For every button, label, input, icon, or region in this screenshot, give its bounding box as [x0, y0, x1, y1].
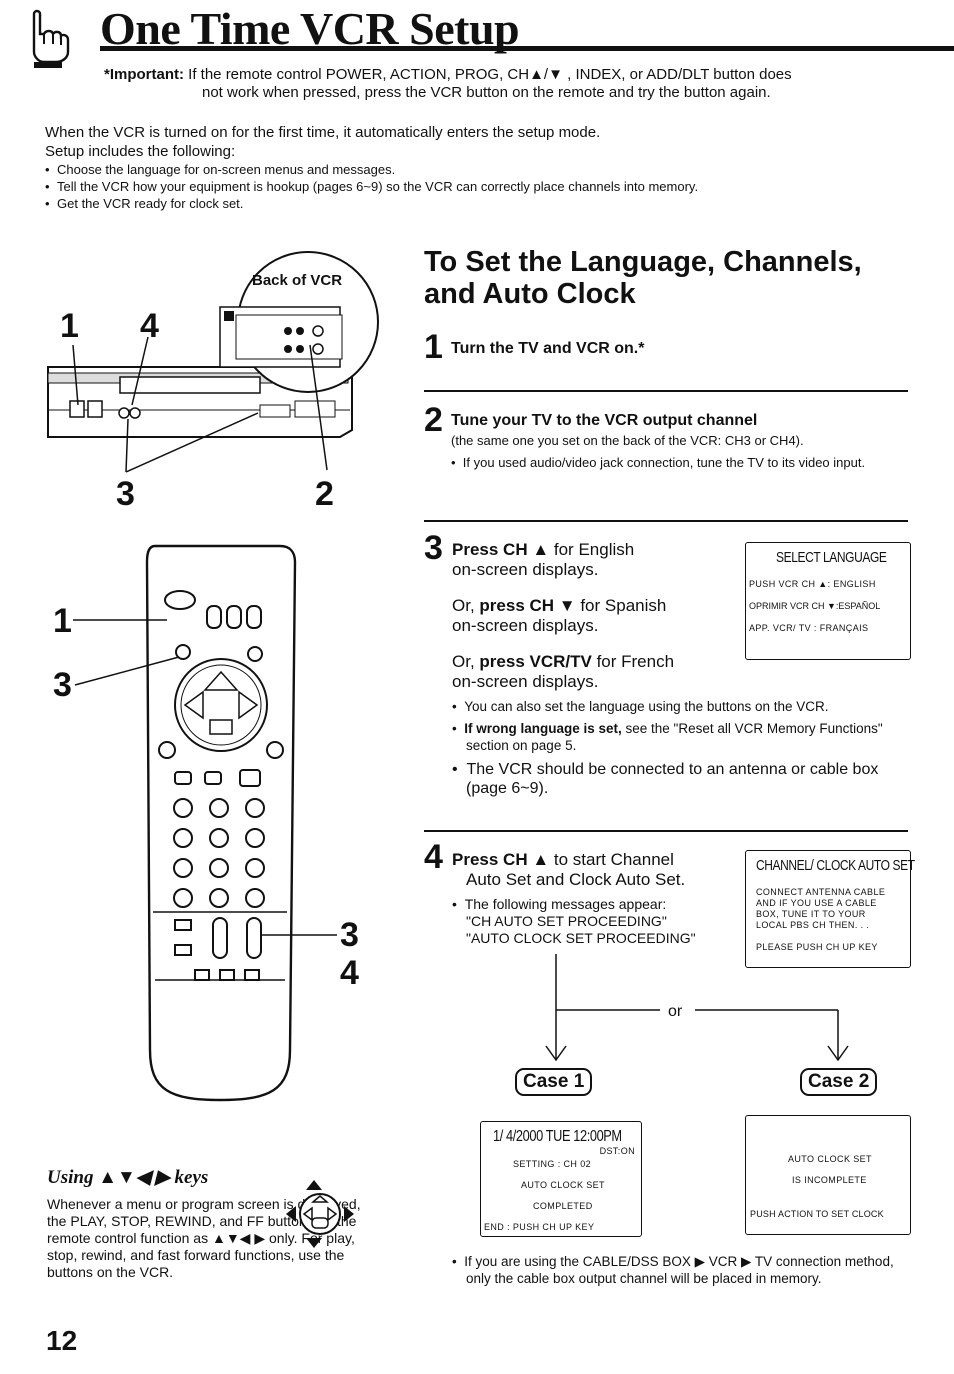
intro-line-1: When the VCR is turned on for the first …	[45, 124, 601, 141]
important-line-1: If the remote control POWER, ACTION, PRO…	[184, 66, 792, 83]
using-keys-title: Using ▲▼◀ ▶ keys	[47, 1167, 209, 1188]
step-2-title: Tune your TV to the VCR output channel	[451, 412, 758, 429]
case-1-screen: 1/ 4/2000 TUE 12:00PM DST:ON SETTING : C…	[480, 1121, 642, 1237]
select-language-screen: SELECT LANGUAGE PUSH VCR CH ▲: ENGLISH O…	[745, 542, 911, 660]
back-of-vcr-label: Back of VCR	[252, 272, 342, 289]
vcr-label-3: 3	[116, 475, 135, 510]
vcr-label-2: 2	[315, 475, 334, 510]
final-note: • If you are using the CABLE/DSS BOX ▶ V…	[452, 1254, 894, 1286]
remote-label-1: 1	[53, 602, 72, 640]
title-underline	[100, 46, 954, 51]
screen-line: AUTO CLOCK SET	[521, 1180, 605, 1190]
case-2-label: Case 2	[800, 1068, 878, 1096]
divider	[424, 830, 908, 832]
screen-line: SETTING : CH 02	[513, 1159, 592, 1169]
important-note: *Important: If the remote control POWER,…	[104, 66, 904, 102]
intro-bullet: •Choose the language for on-screen menus…	[45, 162, 396, 177]
vcr-label-1: 1	[60, 307, 79, 345]
flow-diagram: or	[545, 954, 849, 1062]
important-label: *Important:	[104, 66, 184, 83]
intro-section: When the VCR is turned on for the first …	[45, 123, 925, 212]
intro-line-2: Setup includes the following:	[45, 143, 236, 160]
step-4-number: 4	[424, 838, 443, 876]
remote-control-illustration: 1 3 3 4	[53, 544, 359, 1102]
step-3-bullet-1: • You can also set the language using th…	[452, 699, 829, 714]
screen-line: PUSH ACTION TO SET CLOCK	[750, 1209, 884, 1219]
vcr-label-4: 4	[140, 307, 159, 345]
screen-line: AUTO CLOCK SET	[788, 1154, 872, 1164]
step-1-number: 1	[424, 328, 443, 366]
important-line-2: not work when pressed, press the VCR but…	[202, 84, 771, 101]
step-3-bullet-3: • The VCR should be connected to an ante…	[452, 761, 879, 797]
screen-title: 1/ 4/2000 TUE 12:00PM	[493, 1128, 622, 1145]
or-label: or	[668, 1003, 683, 1020]
screen-line: END : PUSH CH UP KEY	[484, 1222, 595, 1232]
page-title: One Time VCR Setup	[100, 3, 520, 54]
pointing-hand-icon	[32, 9, 70, 68]
screen-line: CONNECT ANTENNA CABLE	[756, 887, 886, 897]
step-1-title: Turn the TV and VCR on.*	[451, 340, 645, 357]
step-4-bullet: • The following messages appear: "CH AUT…	[452, 896, 696, 946]
screen-line: AND IF YOU USE A CABLE	[756, 898, 877, 908]
step-2-number: 2	[424, 401, 443, 439]
intro-bullet: •Tell the VCR how your equipment is hook…	[45, 179, 699, 194]
screen-line: DST:ON	[599, 1146, 635, 1156]
screen-line: IS INCOMPLETE	[792, 1175, 867, 1185]
section-title: To Set the Language, Channels, and Auto …	[424, 246, 862, 310]
remote-label-3: 3	[53, 666, 72, 704]
intro-bullet: •Get the VCR ready for clock set.	[45, 196, 244, 211]
remote-label-3b: 3	[340, 916, 359, 954]
case-1-label: Case 1	[515, 1068, 593, 1096]
divider	[424, 390, 908, 392]
case-2-screen: AUTO CLOCK SET IS INCOMPLETE PUSH ACTION…	[745, 1115, 911, 1235]
step-3-number: 3	[424, 529, 443, 567]
screen-line: APP. VCR/ TV : FRANÇAIS	[749, 623, 869, 633]
using-keys-body: Whenever a menu or program screen is dis…	[47, 1196, 361, 1280]
channel-clock-auto-set-screen: CHANNEL/ CLOCK AUTO SET CONNECT ANTENNA …	[745, 850, 915, 968]
screen-line: PUSH VCR CH ▲: ENGLISH	[749, 579, 876, 589]
step-2-sub: (the same one you set on the back of the…	[451, 433, 804, 448]
screen-title: CHANNEL/ CLOCK AUTO SET	[756, 857, 915, 874]
arrow-keys-icon	[286, 1180, 354, 1248]
vcr-illustration: Back of VCR 1 4 3 2	[47, 251, 379, 510]
screen-line: OPRIMIR VCR CH ▼:ESPAÑOL	[749, 601, 881, 611]
screen-title: SELECT LANGUAGE	[776, 549, 887, 566]
step-2-bullet: • If you used audio/video jack connectio…	[451, 455, 866, 470]
divider	[424, 520, 908, 522]
screen-line: BOX, TUNE IT TO YOUR	[756, 909, 866, 919]
step-3-bullet-2: • If wrong language is set, see the "Res…	[452, 721, 883, 753]
screen-line: COMPLETED	[533, 1201, 593, 1211]
screen-line: PLEASE PUSH CH UP KEY	[756, 942, 878, 952]
page-number: 12	[46, 1325, 78, 1356]
screen-line: LOCAL PBS CH THEN. . .	[756, 920, 870, 930]
remote-label-4: 4	[340, 954, 359, 992]
